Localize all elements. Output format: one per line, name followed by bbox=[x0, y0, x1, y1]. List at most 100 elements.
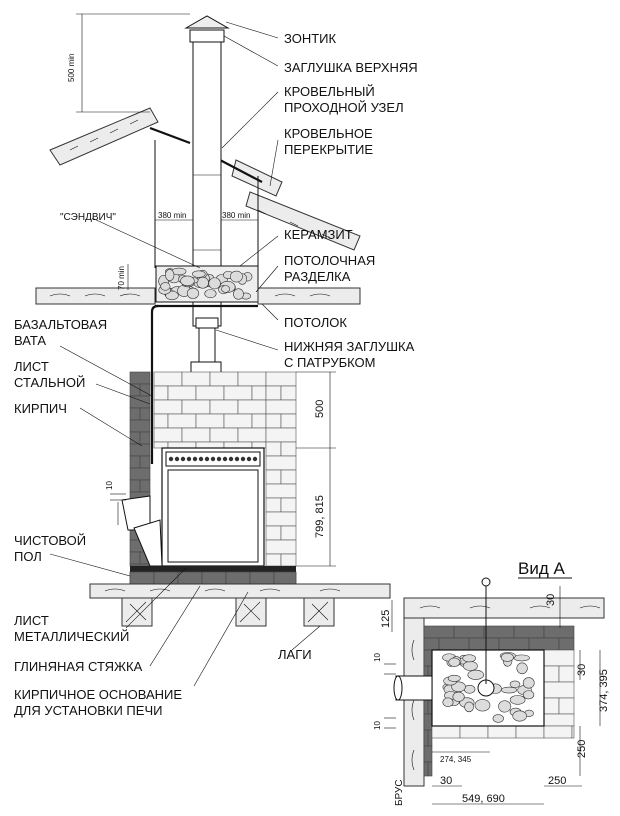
label-bottom-cap-2: С ПАТРУБКОМ bbox=[284, 355, 375, 370]
brick bbox=[139, 479, 151, 493]
brick bbox=[453, 625, 485, 639]
brick bbox=[265, 441, 282, 457]
brick bbox=[423, 637, 440, 651]
brick bbox=[483, 625, 515, 639]
brick bbox=[129, 563, 151, 567]
brick bbox=[129, 431, 141, 445]
pebble bbox=[196, 276, 209, 289]
brick bbox=[487, 725, 517, 739]
brick bbox=[438, 637, 470, 651]
brick bbox=[423, 761, 429, 777]
floor bbox=[89, 566, 391, 627]
label-roof-unit-2: ПРОХОДНОЙ УЗЕЛ bbox=[284, 100, 404, 115]
pebble bbox=[229, 270, 243, 283]
dim-274: 274, 345 bbox=[440, 755, 472, 764]
label-finish-floor-1: ЧИСТОВОЙ bbox=[14, 533, 86, 548]
view-a: Вид А 125 30 10 10 30 374, 395 bbox=[373, 559, 610, 806]
brick bbox=[280, 469, 297, 485]
brick bbox=[181, 427, 211, 443]
dim-30-bottom: 30 bbox=[440, 775, 452, 787]
label-brick-base-2: ДЛЯ УСТАНОВКИ ПЕЧИ bbox=[14, 703, 162, 718]
label-sandwich: "СЭНДВИЧ" bbox=[60, 212, 116, 223]
pebble bbox=[448, 657, 461, 667]
brick bbox=[513, 625, 545, 639]
brick bbox=[129, 371, 151, 385]
label-top-cap: ЗАГЛУШКА ВЕРХНЯЯ bbox=[284, 60, 418, 75]
brick bbox=[265, 539, 297, 555]
dimensions-main: 500 min 380 min 380 min 70 min 500 799, … bbox=[67, 13, 336, 567]
brick bbox=[558, 697, 575, 715]
brick bbox=[265, 455, 297, 471]
dim-549: 549, 690 bbox=[462, 793, 505, 805]
dim-500min: 500 min bbox=[67, 54, 76, 82]
pebble bbox=[160, 282, 171, 291]
dim-10-main: 10 bbox=[105, 481, 114, 490]
brick bbox=[543, 725, 573, 739]
label-steel-2: СТАЛЬНОЙ bbox=[14, 375, 85, 390]
brick bbox=[423, 649, 433, 667]
brick bbox=[427, 729, 433, 747]
brick bbox=[251, 413, 267, 429]
brick bbox=[195, 385, 225, 401]
pebble bbox=[498, 700, 512, 713]
brick bbox=[280, 553, 297, 567]
vent-hole bbox=[234, 456, 240, 462]
label-brick-base-1: КИРПИЧНОЕ ОСНОВАНИЕ bbox=[14, 687, 182, 702]
brick bbox=[423, 625, 455, 639]
dim-30-top: 30 bbox=[545, 594, 557, 606]
brick bbox=[543, 713, 575, 727]
brick bbox=[431, 725, 461, 739]
brick bbox=[265, 427, 297, 443]
pebble bbox=[516, 662, 528, 675]
brick bbox=[558, 665, 575, 683]
roof-passage bbox=[35, 140, 361, 464]
label-roof-unit-1: КРОВЕЛЬНЫЙ bbox=[284, 84, 375, 99]
brick bbox=[209, 399, 239, 415]
vent-hole bbox=[240, 456, 246, 462]
pebble bbox=[442, 697, 454, 707]
vent-hole bbox=[174, 456, 180, 462]
brick bbox=[209, 427, 239, 443]
brick bbox=[223, 413, 253, 429]
brick bbox=[543, 697, 560, 715]
stove bbox=[117, 447, 265, 567]
label-steel-1: ЛИСТ bbox=[14, 359, 49, 374]
vent-hole bbox=[168, 456, 174, 462]
dim-250-bottom: 250 bbox=[548, 775, 566, 787]
pebble bbox=[501, 686, 518, 694]
dim-380-left: 380 min bbox=[158, 211, 186, 220]
brick bbox=[280, 525, 297, 541]
pebble bbox=[512, 710, 527, 722]
pebble bbox=[180, 275, 195, 287]
pebble bbox=[463, 684, 476, 694]
brick bbox=[129, 455, 141, 469]
label-expanded-clay: КЕРАМЗИТ bbox=[284, 227, 353, 242]
pebble bbox=[509, 680, 521, 688]
pebble bbox=[233, 288, 244, 300]
roof bbox=[49, 107, 361, 251]
brick bbox=[237, 399, 267, 415]
brick bbox=[280, 497, 297, 513]
pebble bbox=[447, 674, 461, 682]
brick bbox=[129, 383, 141, 397]
brick bbox=[543, 625, 575, 639]
brick bbox=[543, 665, 560, 683]
vent-hole bbox=[198, 456, 204, 462]
label-clay-screed: ГЛИНЯНАЯ СТЯЖКА bbox=[14, 659, 143, 674]
vent-hole bbox=[252, 456, 258, 462]
brick bbox=[139, 455, 151, 469]
vent-hole bbox=[246, 456, 252, 462]
pebble bbox=[500, 652, 514, 662]
brick bbox=[129, 419, 151, 433]
pebble bbox=[462, 661, 478, 671]
labels: ЗОНТИК ЗАГЛУШКА ВЕРХНЯЯ КРОВЕЛЬНЫЙ ПРОХО… bbox=[14, 31, 418, 718]
brick bbox=[423, 745, 433, 763]
vent-hole bbox=[210, 456, 216, 462]
pebble bbox=[221, 285, 230, 293]
brick bbox=[265, 511, 297, 527]
brick bbox=[139, 407, 151, 421]
label-joists: ЛАГИ bbox=[278, 647, 312, 662]
brick bbox=[427, 761, 433, 777]
dim-10-lower: 10 bbox=[373, 721, 382, 730]
pebble bbox=[452, 691, 465, 702]
